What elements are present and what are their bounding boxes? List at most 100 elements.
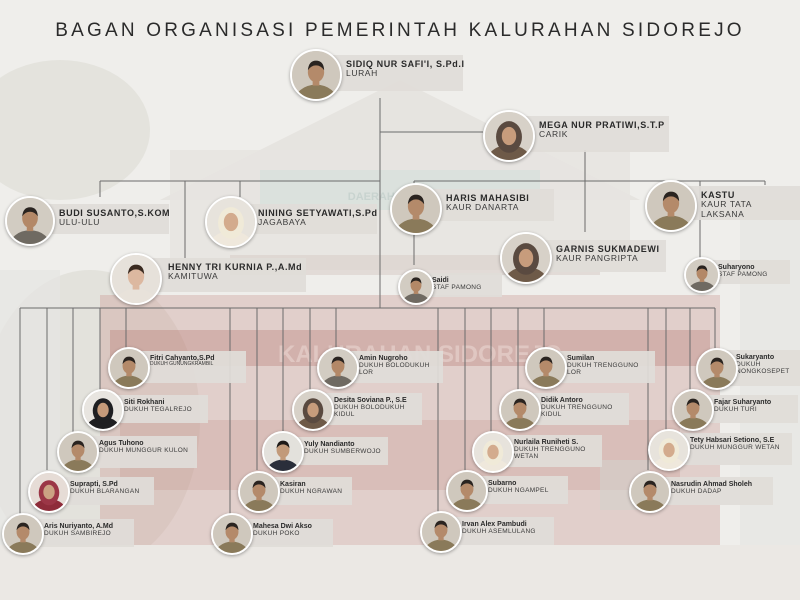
portrait-silhouette [686,259,718,291]
plate-dukuh-yuly: Yuly Nandianto DUKUH SUMBERWOJO [292,437,388,465]
pangripta-photo [500,232,552,284]
dukuh-role: DUKUH BLARANGAN [70,488,140,495]
plate-ulu-ulu: BUDI SUSANTO,S.KOM ULU-ULU [41,204,171,234]
plate-dukuh-subarno: Subarno DUKUH NGAMPEL [476,476,568,504]
portrait-silhouette [650,431,688,469]
dukuh-name: Siti Rokhani [124,399,165,406]
dukuh-name: Agus Tuhono [99,440,144,447]
portrait-silhouette [502,234,550,282]
portrait-silhouette [110,349,148,387]
plate-dukuh-kasiran: Kasiran DUKUH NGRAWAN [268,477,352,505]
dukuh-role: DUKUH BOLODUKUH KIDUL [334,404,405,419]
portrait-silhouette [485,112,533,160]
plate-dukuh-aris: Aris Nuriyanto, A.Md DUKUH SAMBIREJO [32,519,134,547]
plate-dukuh-tety: Tety Habsari Setiono, S.E DUKUH MUNGGUR … [678,433,792,465]
chart-title: BAGAN ORGANISASI PEMERINTAH KALURAHAN SI… [55,20,745,41]
dukuh-photo [499,389,541,431]
plate-dukuh-sumilan: Sumilan DUKUH TRENGGUNO LOR [555,351,655,383]
lurah-role: LURAH [346,68,378,78]
dukuh-role: DUKUH POKO [253,530,300,537]
plate-jagabaya: NINING SETYAWATI,S.Pd JAGABAYA [243,204,377,234]
dukuh-name: Yuly Nandianto [304,441,355,448]
plate-dukuh-nurlaila: Nurlaila Runiheti S. DUKUH TRENGGUNO WET… [502,435,602,467]
dukuh-role: DUKUH MUNGGUR KULON [99,447,189,454]
kamituwa-photo [110,253,162,305]
staf-suharyono-role: STAF PAMONG [718,271,768,278]
portrait-silhouette [647,182,695,230]
portrait-silhouette [112,255,160,303]
portrait-silhouette [319,349,357,387]
dukuh-role: DUKUH NGRAWAN [280,488,343,495]
portrait-silhouette [674,391,712,429]
dukuh-role: DUKUH TEGALREJO [124,406,192,413]
portrait-silhouette [392,185,440,233]
plate-kamituwa: HENNY TRI KURNIA P.,A.Md KAMITUWA [146,258,306,292]
portrait-silhouette [207,198,255,246]
portrait-silhouette [422,513,460,551]
portrait-silhouette [631,473,669,511]
dukuh-name: Fitri Cahyanto,S.Pd [150,355,215,362]
plate-carik: MEGA NUR PRATIWI,S.T.P CARIK [521,116,669,152]
dukuh-name: Amin Nugroho [359,355,408,362]
plate-dukuh-fajar: Fajar Suharyanto DUKUH TURI [702,395,798,423]
dukuh-name: Didik Antoro [541,397,583,404]
dukuh-role: DUKUH TRENGGUNO WETAN [514,446,586,461]
lurah-name: SIDIQ NUR SAFI'I, S.Pd.I [346,59,465,69]
dukuh-photo [696,348,738,390]
plate-lurah: SIDIQ NUR SAFI'I, S.Pd.I LURAH [328,55,465,91]
plate-dukuh-nasrudin: Nasrudin Ahmad Sholeh DUKUH DADAP [659,477,773,505]
dukuh-role: DUKUH MUNGGUR WETAN [690,444,780,451]
jagabaya-name: NINING SETYAWATI,S.Pd [258,208,378,218]
dukuh-name: Sumilan [567,355,595,362]
portrait-silhouette [294,391,332,429]
dukuh-photo [648,429,690,471]
dukuh-name: Tety Habsari Setiono, S.E [690,437,775,444]
plate-dukuh-amin: Amin Nugroho DUKUH BOLODUKUH LOR [347,351,443,383]
dukuh-photo [525,347,567,389]
carik-name: MEGA NUR PRATIWI,S.T.P [539,120,665,130]
plate-staf-suharyono: Suharyono STAF PAMONG [710,260,790,284]
plate-dukuh-mahesa: Mahesa Dwi Akso DUKUH POKO [241,519,333,547]
dukuh-role: DUKUH TURI [714,406,757,413]
ulu-ulu-name: BUDI SUSANTO,S.KOM [59,208,171,218]
tata-laksana-photo [645,180,697,232]
kamituwa-role: KAMITUWA [168,271,219,281]
dukuh-role: DUKUH BOLODUKUH LOR [359,362,430,377]
plate-dukuh-suprapti: Suprapti, S.Pd DUKUH BLARANGAN [58,477,154,505]
jagabaya-role: JAGABAYA [258,217,307,227]
plate-dukuh-sukaryanto: Sukaryanto DUKUH NONGKOSEPET [726,350,800,386]
dukuh-photo [238,471,280,513]
dukuh-photo [211,513,253,555]
dukuh-role: DUKUH ASEMLULANG [462,528,536,535]
portrait-silhouette [292,51,340,99]
dukuh-photo [28,471,70,513]
tata-laksana-name: KASTU [701,190,735,200]
danarta-role: KAUR DANARTA [446,202,520,212]
carik-photo [483,110,535,162]
dukuh-name: Subarno [488,480,517,487]
plate-dukuh-didik: Didik Antoro DUKUH TRENGGUNO KIDUL [529,393,629,425]
portrait-silhouette [213,515,251,553]
dukuh-role: DUKUH DADAP [671,488,722,495]
staf-suharyono-name: Suharyono [718,264,755,271]
portrait-silhouette [30,473,68,511]
ulu-ulu-photo [5,196,55,246]
portrait-silhouette [240,473,278,511]
dukuh-photo [317,347,359,389]
portrait-silhouette [59,433,97,471]
carik-role: CARIK [539,129,568,139]
staf-suharyono-photo [684,257,720,293]
dukuh-name: Nasrudin Ahmad Sholeh [671,481,753,488]
dukuh-role: DUKUH SUMBERWOJO [304,448,381,455]
dukuh-photo [629,471,671,513]
portrait-silhouette [527,349,565,387]
plate-dukuh-irvan: Irvan Alex Pambudi DUKUH ASEMLULANG [450,517,554,545]
plate-staf-saidi: Saidi STAF PAMONG [424,273,502,297]
dukuh-photo [472,431,514,473]
kamituwa-name: HENNY TRI KURNIA P.,A.Md [168,262,303,272]
dukuh-name: Sukaryanto [736,354,775,361]
dukuh-photo [420,511,462,553]
staf-saidi-role: STAF PAMONG [432,284,482,291]
dukuh-name: Kasiran [280,481,306,488]
dukuh-role: DUKUH NONGKOSEPET [736,361,790,376]
